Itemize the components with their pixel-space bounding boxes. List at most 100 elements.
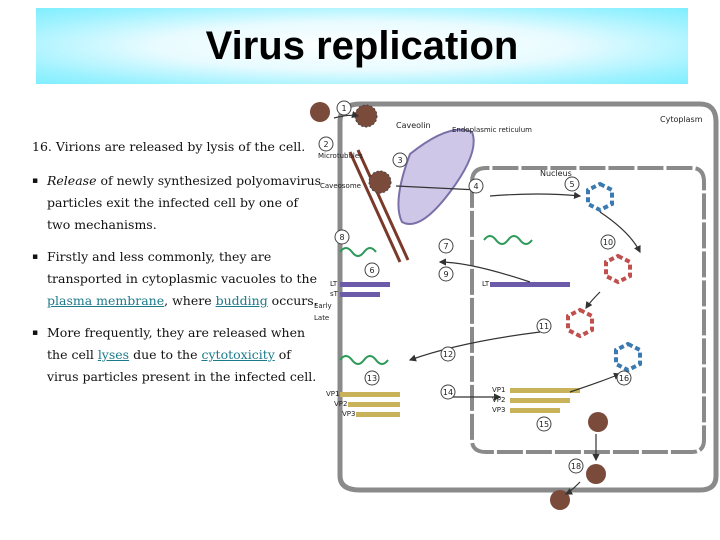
- step-number-4: 4: [468, 178, 484, 194]
- svg-text:15: 15: [539, 420, 549, 429]
- label-vp1-right: VP1: [492, 386, 505, 394]
- protein-vp3-left: [356, 412, 400, 417]
- label-microtubules: Microtubules: [318, 152, 363, 160]
- svg-text:3: 3: [397, 156, 402, 165]
- bullet3-line3: virus particles present in the infected …: [47, 369, 317, 384]
- title-band: Virus replication: [36, 8, 688, 84]
- protein-vp2-left: [348, 402, 400, 407]
- svg-text:14: 14: [443, 388, 453, 397]
- label-vp2-left: VP2: [334, 400, 347, 408]
- svg-text:7: 7: [443, 242, 448, 251]
- label-late: Late: [314, 314, 329, 322]
- virion: [550, 490, 570, 510]
- arrow: [585, 291, 601, 309]
- microtubule: [356, 149, 410, 261]
- bullet3-end: of: [274, 347, 291, 362]
- protein-vp1-left: [340, 392, 400, 397]
- label-vp2-right: VP2: [492, 396, 505, 404]
- svg-text:12: 12: [443, 350, 453, 359]
- protein-vp1-right: [510, 388, 580, 393]
- bullet3-line1: More frequently, they are released when: [47, 325, 306, 340]
- step-number-16: 16: [616, 370, 632, 386]
- bullet2-mid: , where: [164, 293, 216, 308]
- bullet-vacuoles: ▪ Firstly and less commonly, they are tr…: [32, 246, 322, 312]
- bullet2-line1: Firstly and less commonly, they are: [47, 249, 272, 264]
- viral-dna: [339, 247, 377, 257]
- lyses-link[interactable]: lyses: [97, 347, 130, 362]
- protein-vp3-right: [510, 408, 560, 413]
- arrow: [569, 372, 622, 393]
- arrow: [438, 258, 531, 283]
- svg-text:5: 5: [569, 180, 574, 189]
- nucleus-envelope: [470, 166, 706, 454]
- step-number-9: 9: [438, 266, 454, 282]
- replication-diagram: 1 2 3 4 5 6 7 8 9 10 11 12 13 14 15 16 1…: [310, 100, 719, 510]
- svg-text:18: 18: [571, 462, 581, 471]
- step-number-2: 2: [318, 136, 334, 152]
- label-vp1-left: VP1: [326, 390, 339, 398]
- budding-link[interactable]: budding: [215, 293, 268, 308]
- step-number-14: 14: [440, 384, 456, 400]
- step-number-6: 6: [364, 262, 380, 278]
- label-lt: LT: [330, 280, 338, 288]
- arrow: [564, 481, 581, 495]
- svg-text:4: 4: [473, 182, 478, 191]
- svg-text:11: 11: [539, 322, 549, 331]
- plasma-membrane-link[interactable]: plasma membrane: [47, 293, 165, 308]
- bullet3-pre: the cell: [47, 347, 98, 362]
- label-caveosome: Caveosome: [320, 182, 361, 190]
- arrow: [333, 111, 360, 119]
- bullet-dot: ▪: [32, 252, 39, 262]
- bullet1-line1: of newly synthesized polyomavirus: [96, 173, 322, 188]
- label-lt-long: LT: [482, 280, 490, 288]
- label-vp3-left: VP3: [342, 410, 355, 418]
- step-number-18: 18: [568, 458, 584, 474]
- svg-text:6: 6: [369, 266, 374, 275]
- text-block: 16. Virions are released by lysis of the…: [32, 136, 322, 398]
- microtubule: [348, 151, 402, 263]
- step-number-10: 10: [600, 234, 616, 250]
- cell-membrane: [337, 101, 719, 493]
- virion: [588, 412, 608, 432]
- bullet1-line3: two mechanisms.: [47, 217, 157, 232]
- step-number-13: 13: [364, 370, 380, 386]
- step-number-7: 7: [438, 238, 454, 254]
- svg-text:10: 10: [603, 238, 613, 247]
- virion: [368, 170, 392, 194]
- arrow: [599, 211, 641, 254]
- bullet-dot: ▪: [32, 328, 39, 338]
- svg-text:1: 1: [341, 104, 346, 113]
- arrow: [489, 191, 582, 199]
- bullet-dot: ▪: [32, 176, 39, 186]
- capsid-red: [566, 307, 594, 339]
- step-number-1: 1: [336, 100, 352, 116]
- svg-text:2: 2: [323, 140, 328, 149]
- label-caveolin: Caveolin: [396, 121, 431, 130]
- label-vp3-right: VP3: [492, 406, 505, 414]
- step-number-11: 11: [536, 318, 552, 334]
- svg-text:9: 9: [443, 270, 448, 279]
- endoplasmic-reticulum: [397, 128, 475, 225]
- label-early: Early: [314, 302, 332, 310]
- protein-vp2-right: [510, 398, 570, 403]
- label-er: Endoplasmic reticulum: [452, 126, 532, 134]
- label-cytoplasm: Cytoplasm: [660, 115, 703, 124]
- protein-lt: [340, 282, 390, 287]
- bullet2-end: occurs.: [267, 293, 318, 308]
- step-number-12: 12: [440, 346, 456, 362]
- svg-text:13: 13: [367, 374, 377, 383]
- bullet-lysis: ▪ More frequently, they are released whe…: [32, 322, 322, 388]
- bullet-release: ▪ Release of newly synthesized polyomavi…: [32, 170, 322, 236]
- svg-text:8: 8: [339, 233, 344, 242]
- cytotoxicity-link[interactable]: cytotoxicity: [201, 347, 275, 362]
- label-nucleus: Nucleus: [540, 169, 572, 178]
- viral-dna: [339, 355, 389, 365]
- step-number-3: 3: [392, 152, 408, 168]
- step-number-15: 15: [536, 416, 552, 432]
- bullet1-line2: particles exit the infected cell by one …: [47, 195, 299, 210]
- virion: [354, 104, 378, 128]
- step-number-8: 8: [334, 229, 350, 245]
- step-number-5: 5: [564, 176, 580, 192]
- lead-text: 16. Virions are released by lysis of the…: [32, 139, 306, 154]
- capsid-blue: [614, 341, 642, 373]
